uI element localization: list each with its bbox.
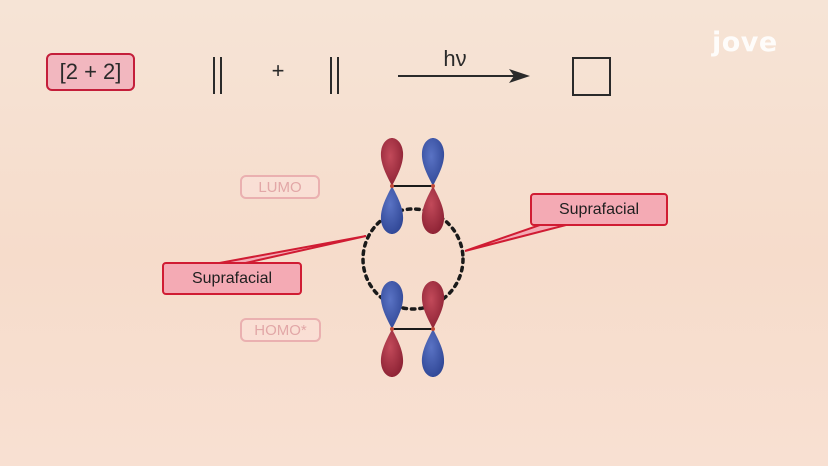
homo-right-bottom-lobe — [421, 329, 445, 377]
suprafacial-callout-right: Suprafacial — [530, 193, 668, 226]
homo-pi-bond — [380, 281, 445, 377]
homo-label: HOMO* — [240, 318, 321, 342]
lumo-pi-bond — [380, 138, 445, 234]
homo-left-top-lobe — [380, 281, 404, 329]
jove-logo: jove — [712, 27, 778, 58]
homo-right-top-lobe — [421, 281, 445, 329]
lumo-left-top-lobe — [380, 138, 404, 186]
alkene-2-double-bond — [330, 57, 339, 94]
suprafacial-callout-left: Suprafacial — [162, 262, 302, 295]
lumo-right-bottom-lobe — [421, 186, 445, 234]
homo-left-bottom-lobe — [380, 329, 404, 377]
cyclobutane-product — [572, 57, 611, 96]
lumo-left-bottom-lobe — [380, 186, 404, 234]
cycloaddition-badge: [2 + 2] — [46, 53, 135, 91]
lumo-label: LUMO — [240, 175, 320, 199]
alkene-1-double-bond — [213, 57, 222, 94]
suprafacial-interaction-ring — [361, 207, 465, 311]
plus-sign: + — [271, 58, 285, 83]
reaction-arrow — [398, 69, 530, 83]
lumo-right-top-lobe — [421, 138, 445, 186]
light-label: hν — [443, 46, 467, 71]
